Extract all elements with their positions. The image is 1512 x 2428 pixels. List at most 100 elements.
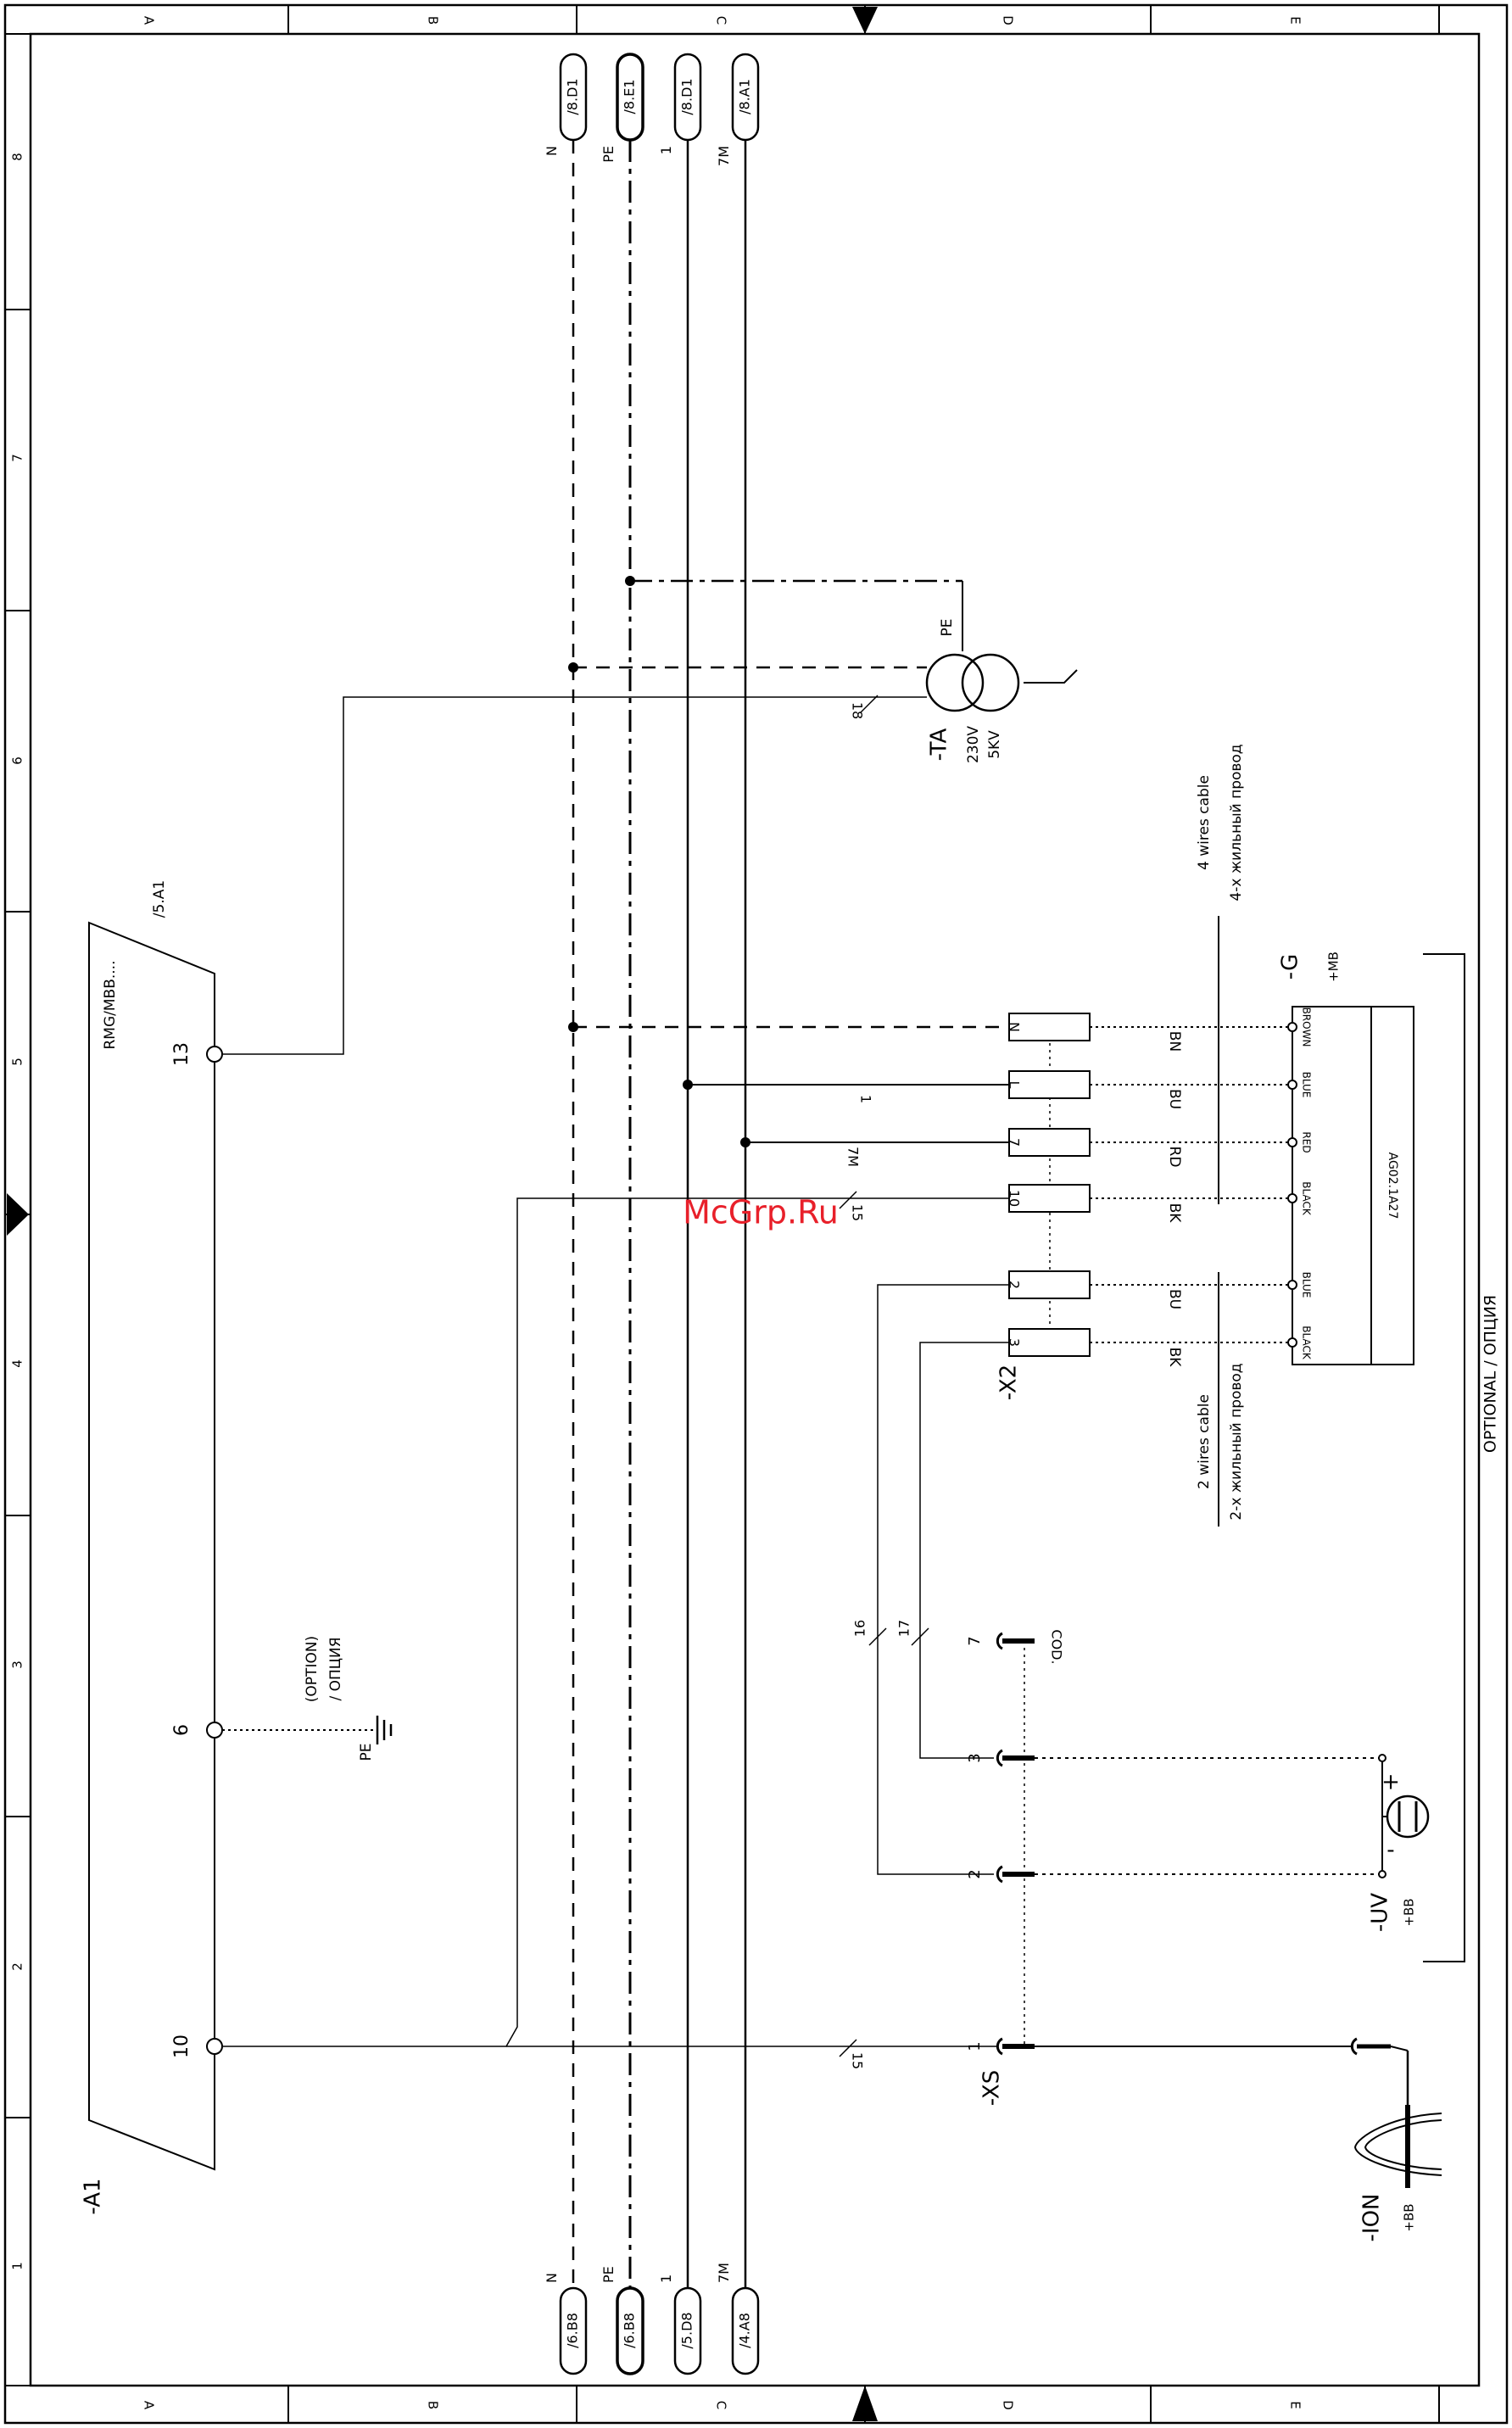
- wire-color: BN: [1166, 1031, 1183, 1052]
- uv-tag: -UV: [1368, 1893, 1393, 1932]
- terminal: [1008, 1328, 1091, 1357]
- ion-electrode: [1350, 2037, 1442, 2188]
- pin-13-circle: [206, 1046, 223, 1063]
- terminal: [1008, 1184, 1091, 1213]
- controller-a1: RMG/MBB.... /5.A1 -A1 13 6 10: [81, 880, 223, 2215]
- device-pin: BLUE: [1301, 1072, 1313, 1098]
- wire-label-15: 15: [850, 1204, 866, 1221]
- wire-label-15b: 15: [850, 2052, 866, 2069]
- row-label: 3: [10, 1661, 25, 1669]
- col-label-top: B: [426, 16, 441, 25]
- junction-dots: [568, 576, 750, 1147]
- rail-name: N: [544, 146, 560, 156]
- optional-bracket: OPTIONAL / ОПЦИЯ: [1423, 953, 1500, 1962]
- rail-tags-top: /8.D1 /8.E1 /8.D1 /8.A1 N PE 1 7M: [544, 53, 760, 166]
- controller-ref: /5.A1: [151, 880, 168, 918]
- wire-color: BK: [1166, 1348, 1183, 1368]
- row-label: 5: [10, 1058, 25, 1066]
- frame-markers: [7, 7, 878, 2421]
- terminal-label: 2: [1007, 1281, 1023, 1289]
- terminal-strip-x2: N L 7 10 2 3 -X2 1 7M 15: [845, 1013, 1091, 1400]
- pin-label: 6: [171, 1724, 192, 1736]
- wire-label-18: 18: [850, 702, 866, 719]
- wires: [222, 579, 1383, 2047]
- optional-label: OPTIONAL / ОПЦИЯ: [1481, 1295, 1500, 1453]
- device-g: BROWN BLUE RED BLACK BLUE BLACK AG02.1A2…: [1278, 952, 1414, 1365]
- wire-15-up: [222, 1197, 1009, 2047]
- xs-pin: [996, 2037, 1035, 2056]
- connector-xs: 7 3 2 1 COD. -XS: [966, 1629, 1065, 2106]
- rail-ref: /8.D1: [565, 78, 581, 114]
- wire-17: [919, 1342, 1009, 1759]
- wire-label-1: 1: [858, 1095, 874, 1103]
- row-label: 8: [10, 153, 25, 161]
- pin-10-circle: [206, 2038, 223, 2055]
- cable2-label: 2 wires cable: [1196, 1394, 1213, 1489]
- wire-color: BU: [1166, 1089, 1183, 1109]
- device-pin: BLACK: [1301, 1181, 1313, 1216]
- rail-ref: /6.B8: [622, 2313, 638, 2348]
- watermark: McGrp.Ru: [683, 1194, 839, 1231]
- pin-6-circle: [206, 1722, 223, 1739]
- rail-name: N: [544, 2273, 560, 2283]
- option-label: (OPTION): [304, 1636, 321, 1702]
- row-label: 7: [10, 454, 25, 462]
- terminal-label: 3: [1007, 1338, 1023, 1347]
- col-label-bottom: B: [426, 2401, 441, 2409]
- rail-name: PE: [600, 146, 617, 163]
- uv-sensor: + - -UV +BB: [1368, 1754, 1430, 1932]
- wire-labels: 16 17 15: [850, 1620, 912, 2069]
- col-label-top: C: [714, 16, 729, 25]
- col-label-bottom: A: [142, 2401, 157, 2410]
- wire-label-16: 16: [852, 1620, 868, 1637]
- rails: [572, 140, 747, 2288]
- pe-label: PE: [358, 1744, 375, 1761]
- rail-name: PE: [600, 2266, 617, 2283]
- drawing-frame: [3, 3, 1509, 2425]
- col-label-bottom: D: [1001, 2400, 1016, 2410]
- wire-color: RD: [1166, 1147, 1183, 1168]
- device-pin: BROWN: [1301, 1007, 1313, 1047]
- cable4-label: 4 wires cable: [1196, 775, 1213, 870]
- wire-colors: BN BU RD BK BU BK: [1166, 1031, 1183, 1367]
- wire-18: [222, 696, 927, 1055]
- ion-tag: -ION: [1359, 2194, 1385, 2242]
- transformer-ta: -TA 230V 5KV PE 18: [850, 619, 1020, 763]
- option-pe-ground: (OPTION) / ОПЦИЯ PE: [222, 1636, 393, 1761]
- terminal-label: 10: [1007, 1190, 1023, 1207]
- row-label: 4: [10, 1359, 25, 1368]
- device-model: AG02.1A27: [1386, 1153, 1399, 1220]
- transformer-tag: -TA: [927, 728, 952, 761]
- xs-pin: [996, 1865, 1035, 1884]
- xs-pin: [996, 1632, 1035, 1650]
- terminal-tag: -X2: [996, 1365, 1022, 1400]
- rail-name: 1: [658, 2275, 674, 2283]
- pin-label: 10: [171, 2034, 192, 2058]
- terminal: [1008, 1128, 1091, 1157]
- rail-ref: /4.A8: [737, 2313, 753, 2348]
- wire-color: BK: [1166, 1203, 1183, 1224]
- col-label-top: A: [142, 16, 157, 25]
- pin-label: 13: [171, 1042, 192, 1066]
- wire-label-17: 17: [896, 1620, 912, 1637]
- rail-name: 1: [658, 146, 674, 154]
- col-label-bottom: E: [1288, 2401, 1303, 2408]
- device-pin: RED: [1301, 1131, 1313, 1153]
- uv-minus: -: [1386, 1838, 1394, 1863]
- rail-ref: /8.D1: [679, 78, 695, 114]
- wire-ta-output: [1024, 669, 1078, 684]
- col-label-top: E: [1288, 16, 1303, 24]
- row-label: 6: [10, 756, 25, 765]
- transformer-v1: 230V: [965, 726, 982, 763]
- ion-labels: -ION +BB: [1359, 2194, 1417, 2242]
- terminal: [1008, 1270, 1091, 1299]
- row-label: 2: [10, 1962, 25, 1971]
- wire-label-7m: 7M: [845, 1147, 862, 1167]
- xs-pin-label: 1: [966, 2041, 984, 2051]
- rail-ref: /8.A1: [737, 79, 753, 114]
- xs-pin: [996, 1749, 1035, 1767]
- transformer-v2: 5KV: [986, 730, 1003, 759]
- wire-16: [877, 1284, 1009, 1875]
